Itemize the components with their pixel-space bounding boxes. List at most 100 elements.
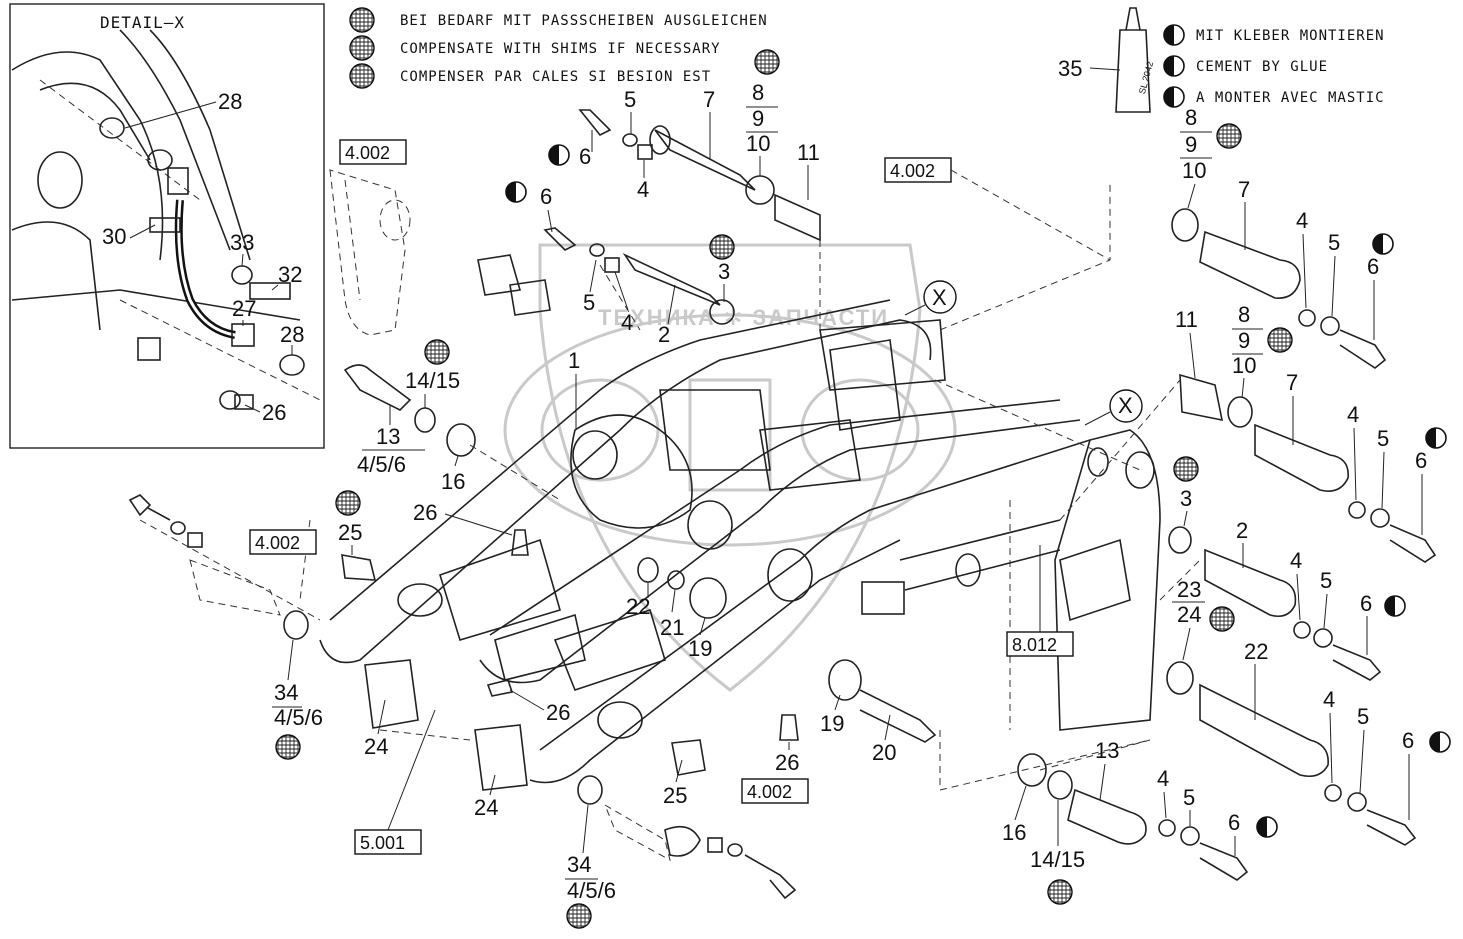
part-label-4-top: 4 bbox=[637, 177, 649, 202]
part-label-27-b: 26 bbox=[546, 700, 570, 725]
part-label-5-r4: 5 bbox=[1357, 704, 1369, 729]
glue-symbols bbox=[505, 144, 1451, 838]
part-label-27-detail: 26 bbox=[262, 400, 286, 425]
part-label-5-r1: 5 bbox=[1328, 230, 1340, 255]
legend-shims-fr: COMPENSER PAR CALES SI BESION EST bbox=[400, 69, 711, 85]
part-label-18-mid: 19 bbox=[688, 636, 712, 661]
part-label-13-r: 13 bbox=[1095, 738, 1119, 763]
part-label-33-a: 34 bbox=[274, 680, 298, 705]
view-marker-x-top[interactable]: X bbox=[904, 280, 957, 316]
part-label-29b: 28 bbox=[280, 322, 304, 347]
legend-glue-en: CEMENT BY GLUE bbox=[1196, 59, 1328, 75]
svg-text:4.002: 4.002 bbox=[345, 143, 390, 163]
legend-glue-fr: A MONTER AVEC MASTIC bbox=[1196, 90, 1385, 106]
part-label-33-b: 34 bbox=[567, 852, 591, 877]
ref-box-8012[interactable]: 8.012 bbox=[1006, 545, 1074, 657]
part-label-4-r2: 4 bbox=[1347, 402, 1359, 427]
legend-shims-en: COMPENSATE WITH SHIMS IF NECESSARY bbox=[400, 41, 721, 57]
part-label-24: 24 bbox=[1177, 602, 1201, 627]
part-label-5-mid: 5 bbox=[583, 290, 595, 315]
part-label-1: 1 bbox=[568, 348, 580, 373]
part-label-4-mid: 4 bbox=[621, 310, 633, 335]
part-label-16-r: 16 bbox=[1002, 820, 1026, 845]
glue-tube-label: SL 2042 bbox=[1137, 60, 1155, 95]
part-label-8-r1: 8 bbox=[1185, 105, 1197, 130]
glue-tube-number: 35 bbox=[1058, 56, 1082, 81]
part-label-4-r5: 4 bbox=[1157, 766, 1169, 791]
svg-text:X: X bbox=[932, 285, 947, 310]
part-label-9-r2: 9 bbox=[1238, 328, 1250, 353]
part-label-8-r2: 8 bbox=[1238, 302, 1250, 327]
part-label-21: 22 bbox=[626, 594, 650, 619]
part-label-13-left: 13 bbox=[376, 424, 400, 449]
part-label-6-r4: 6 bbox=[1402, 728, 1414, 753]
ref-box-5001[interactable]: 5.001 bbox=[354, 709, 436, 855]
part-label-27-a: 26 bbox=[413, 500, 437, 525]
part-label-25-left: 25 bbox=[338, 520, 362, 545]
part-label-30: 30 bbox=[102, 224, 126, 249]
main-frame-drawing bbox=[128, 109, 1437, 900]
legend-glue-de: MIT KLEBER MONTIEREN bbox=[1196, 28, 1385, 44]
part-label-34-a: 4/5/6 bbox=[274, 705, 323, 730]
part-label-8-top: 8 bbox=[752, 80, 764, 105]
part-labels: 28 30 33 32 27 28 26 5 7 8 9 10 11 6 4 6… bbox=[102, 80, 1427, 903]
glue-tube-icon bbox=[1115, 7, 1151, 113]
svg-text:X: X bbox=[1118, 393, 1133, 418]
part-label-29: 28 bbox=[218, 89, 242, 114]
part-label-6-r3: 6 bbox=[1360, 591, 1372, 616]
part-label-14-15-r: 14/15 bbox=[1030, 847, 1085, 872]
watermark-text: ТЕХНИКА ✲ ЗАПЧАСТИ bbox=[598, 305, 889, 330]
svg-text:4.002: 4.002 bbox=[890, 161, 935, 181]
part-label-14-15-left: 14/15 bbox=[405, 368, 460, 393]
part-label-9-r1: 9 bbox=[1185, 132, 1197, 157]
ref-box-4002-a[interactable]: 4.002 bbox=[339, 139, 407, 165]
legend-shims-de: BEI BEDARF MIT PASSSCHEIBEN AUSGLEICHEN bbox=[400, 13, 768, 29]
part-label-6-top: 6 bbox=[579, 144, 591, 169]
part-label-4-r4: 4 bbox=[1323, 687, 1335, 712]
part-label-22: 22 bbox=[1244, 639, 1268, 664]
part-label-23: 23 bbox=[1177, 577, 1201, 602]
part-label-6-mid: 6 bbox=[540, 184, 552, 209]
part-label-32: 33 bbox=[230, 230, 254, 255]
part-label-5-r3: 5 bbox=[1320, 568, 1332, 593]
part-label-2-r: 2 bbox=[1236, 518, 1248, 543]
part-label-11-top: 11 bbox=[797, 140, 820, 165]
ref-box-4002-b[interactable]: 4.002 bbox=[884, 157, 1111, 261]
part-label-7-r2: 7 bbox=[1286, 370, 1298, 395]
part-label-25-bottom: 25 bbox=[663, 783, 687, 808]
watermark: ТЕХНИКА ✲ ЗАПЧАСТИ bbox=[503, 243, 957, 692]
part-label-16-left: 16 bbox=[441, 469, 465, 494]
part-label-5-r2: 5 bbox=[1377, 426, 1389, 451]
part-label-5-top: 5 bbox=[624, 87, 636, 112]
part-label-27-c: 26 bbox=[775, 750, 799, 775]
part-label-7-r1: 7 bbox=[1238, 177, 1250, 202]
part-label-4-r1: 4 bbox=[1296, 208, 1308, 233]
part-label-5-r5: 5 bbox=[1183, 785, 1195, 810]
part-label-20: 21 bbox=[660, 615, 684, 640]
part-label-6-r5: 6 bbox=[1228, 810, 1240, 835]
part-label-11-r2: 11 bbox=[1175, 307, 1198, 332]
svg-text:5.001: 5.001 bbox=[360, 833, 405, 853]
svg-text:4.002: 4.002 bbox=[255, 533, 300, 553]
ref-box-4002-c[interactable]: 4.002 bbox=[249, 529, 317, 555]
part-label-18-low: 19 bbox=[820, 711, 844, 736]
part-label-19: 20 bbox=[872, 740, 896, 765]
part-label-3-top: 3 bbox=[718, 259, 730, 284]
legend-glue: SL 2042 35 MIT KLEBER MONTIEREN CEMENT B… bbox=[1058, 7, 1385, 113]
part-label-10-r2: 10 bbox=[1232, 353, 1256, 378]
view-marker-x-right[interactable]: X bbox=[1084, 389, 1143, 426]
part-label-34-b: 4/5/6 bbox=[567, 878, 616, 903]
part-label-26-a: 24 bbox=[364, 734, 388, 759]
detail-x-panel: DETAIL–X bbox=[9, 3, 325, 449]
part-label-26-b: 24 bbox=[474, 795, 498, 820]
part-label-9-top: 9 bbox=[752, 106, 764, 131]
part-label-4-r3: 4 bbox=[1290, 548, 1302, 573]
part-label-10-r1: 10 bbox=[1182, 158, 1206, 183]
svg-text:8.012: 8.012 bbox=[1012, 635, 1057, 655]
ref-box-4002-d[interactable]: 4.002 bbox=[741, 778, 809, 804]
detail-title: DETAIL–X bbox=[100, 13, 185, 32]
svg-text:4.002: 4.002 bbox=[747, 782, 792, 802]
part-label-6-r1: 6 bbox=[1367, 254, 1379, 279]
part-label-6-r2: 6 bbox=[1415, 448, 1427, 473]
